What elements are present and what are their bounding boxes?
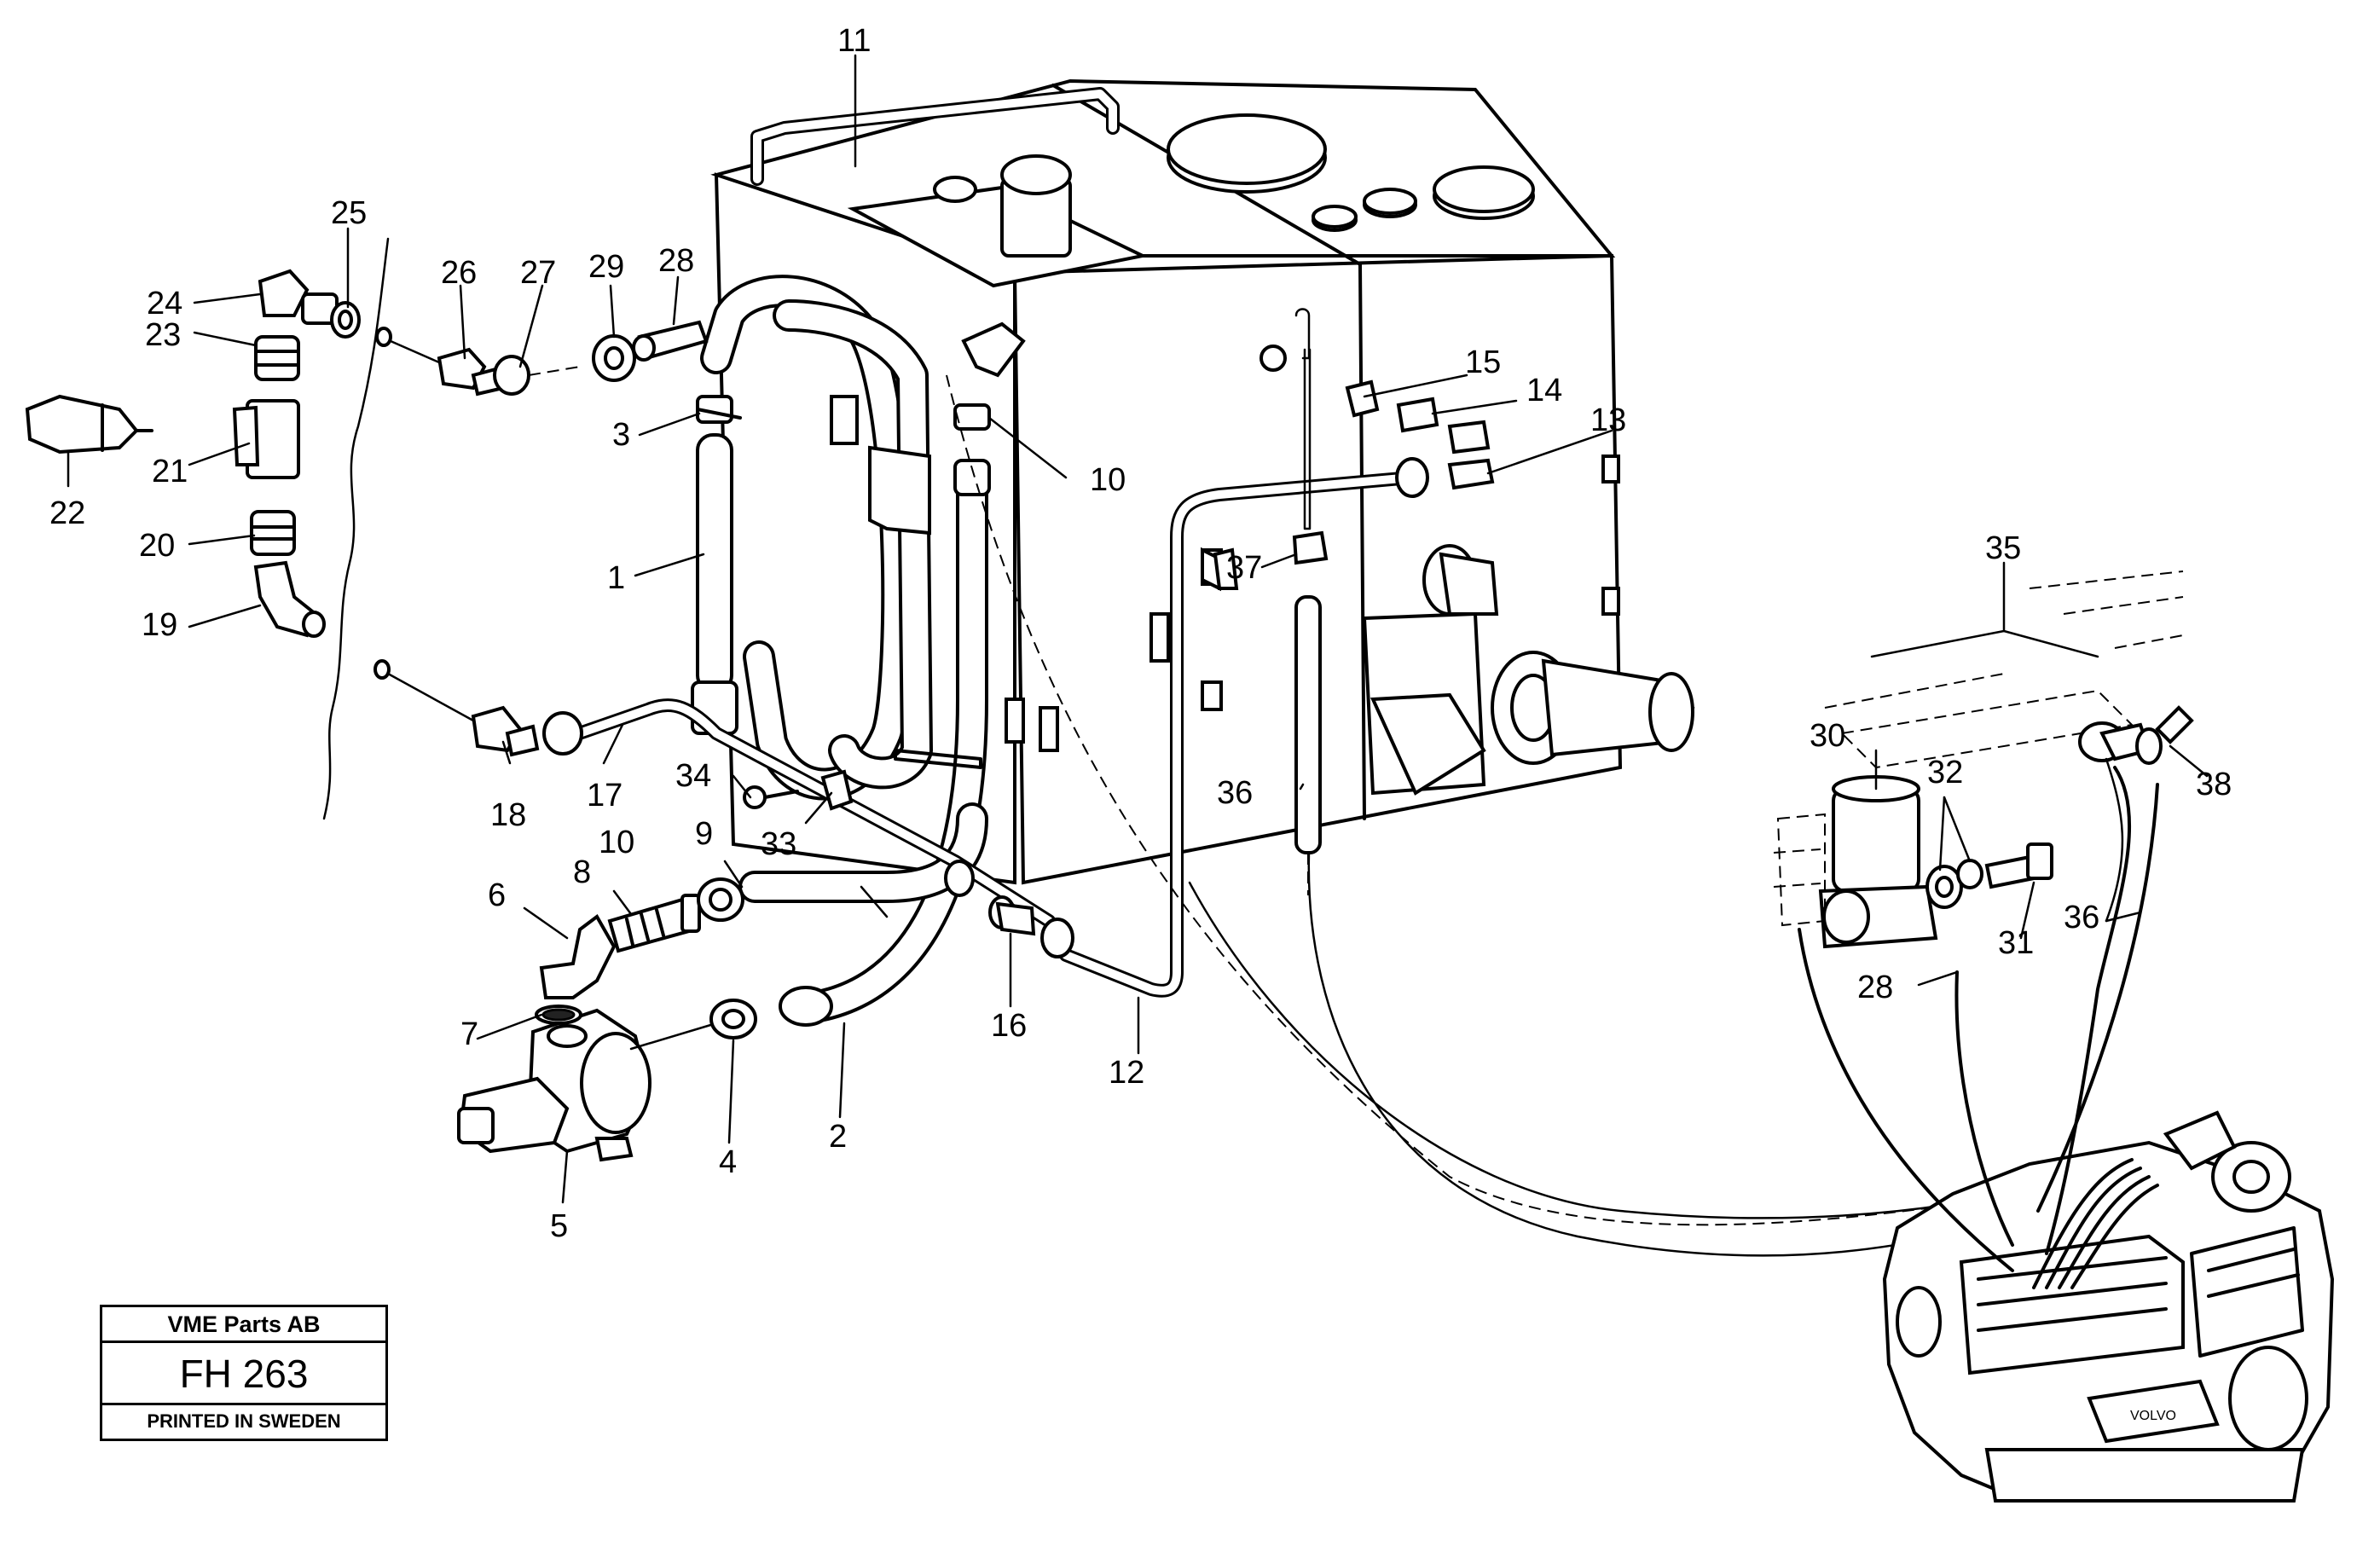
callout-9: 9 (695, 816, 713, 852)
callout-7: 7 (460, 1016, 478, 1052)
elbow-19 (253, 560, 326, 638)
clamp-10-lower (697, 877, 744, 922)
callout-35: 35 (1985, 530, 2021, 566)
pipe-17 (560, 698, 1056, 928)
washer-7 (535, 1005, 582, 1025)
callout-36-left: 36 (1217, 775, 1253, 811)
callout-10-upper: 10 (1090, 462, 1126, 498)
fitting-15 (1259, 345, 1380, 418)
fitting-24 (258, 269, 339, 325)
callout-26: 26 (441, 255, 477, 291)
hose-8 (607, 894, 701, 953)
engine: VOLVO (1882, 1110, 2335, 1503)
callout-15: 15 (1465, 345, 1501, 380)
bracket (868, 445, 931, 536)
callout-30: 30 (1810, 718, 1845, 754)
callout-27: 27 (520, 255, 556, 291)
elbow-10-upper (961, 321, 1026, 378)
fitting-38 (2078, 705, 2194, 765)
callout-13: 13 (1590, 402, 1626, 438)
callout-8: 8 (573, 854, 591, 890)
callout-14: 14 (1526, 373, 1562, 408)
washer-25 (330, 301, 361, 339)
hose-1 (691, 433, 738, 735)
callout-1: 1 (607, 560, 625, 596)
callout-25: 25 (331, 195, 367, 231)
callout-18: 18 (490, 797, 526, 833)
callout-28-left: 28 (658, 243, 694, 279)
filter-30 (1773, 775, 1938, 949)
leader-lines (67, 54, 2209, 1204)
stamp-code: FH 263 (102, 1343, 385, 1405)
clamp-10-upper (953, 403, 991, 431)
bracket-35 (1824, 570, 2184, 769)
callout-34: 34 (675, 758, 711, 794)
fitting-14 (1396, 397, 1491, 455)
clamp-4 (709, 999, 757, 1039)
callout-12: 12 (1109, 1055, 1144, 1091)
callout-10-lower: 10 (599, 825, 634, 860)
callout-3: 3 (612, 417, 630, 453)
callout-23: 23 (145, 317, 181, 353)
fitting-13 (1395, 457, 1495, 498)
pump-5 (457, 1008, 651, 1162)
fitting-16 (944, 860, 1074, 958)
clamp-3 (696, 395, 742, 424)
callout-28-right: 28 (1857, 970, 1893, 1005)
elbow-6 (539, 914, 617, 999)
callout-37: 37 (1226, 550, 1262, 586)
callout-21: 21 (152, 454, 188, 489)
elbow-18 (471, 705, 583, 757)
callout-32: 32 (1927, 755, 1963, 790)
callouts: 11 25 24 23 21 22 20 19 26 27 29 28 3 10… (49, 23, 2232, 1244)
callout-29: 29 (588, 249, 624, 285)
callout-5: 5 (550, 1208, 568, 1244)
callout-11: 11 (837, 23, 871, 59)
engine-badge: VOLVO (2130, 1409, 2176, 1423)
stamp-printed: PRINTED IN SWEDEN (147, 1410, 341, 1432)
callout-17: 17 (587, 778, 623, 814)
hose-36-left (1294, 595, 1322, 895)
pipe-12 (1059, 471, 1418, 998)
callout-6: 6 (488, 877, 506, 913)
callout-4: 4 (719, 1144, 737, 1180)
nut-29 (592, 334, 636, 382)
stamp-company: VME Parts AB (102, 1307, 385, 1343)
tank (710, 78, 1695, 885)
clamp-37 (1292, 530, 1329, 565)
tee-21 (232, 399, 300, 479)
callout-19: 19 (142, 607, 177, 643)
nut-27 (493, 355, 581, 396)
callout-31: 31 (1998, 925, 2034, 961)
callout-20: 20 (139, 528, 175, 564)
callout-24: 24 (147, 286, 182, 321)
hose-28-left (632, 320, 709, 362)
frame-edge (322, 237, 390, 820)
nut-20 (250, 510, 296, 556)
bolt-31 (1984, 842, 2053, 889)
banjo-32 (1925, 859, 1983, 909)
callout-2: 2 (829, 1119, 847, 1155)
nut-23 (254, 335, 300, 381)
callout-38: 38 (2196, 767, 2232, 802)
callout-16: 16 (991, 1008, 1027, 1044)
callout-36-right: 36 (2064, 900, 2099, 935)
callout-22: 22 (49, 495, 85, 531)
hose-route (946, 374, 1971, 1226)
callout-33: 33 (761, 826, 796, 862)
title-stamp: VME Parts AB FH 263 PRINTED IN SWEDEN (100, 1305, 388, 1441)
clip-33 (820, 769, 854, 811)
sealant-tube-22 (25, 394, 153, 455)
bolt-34 (743, 785, 799, 809)
